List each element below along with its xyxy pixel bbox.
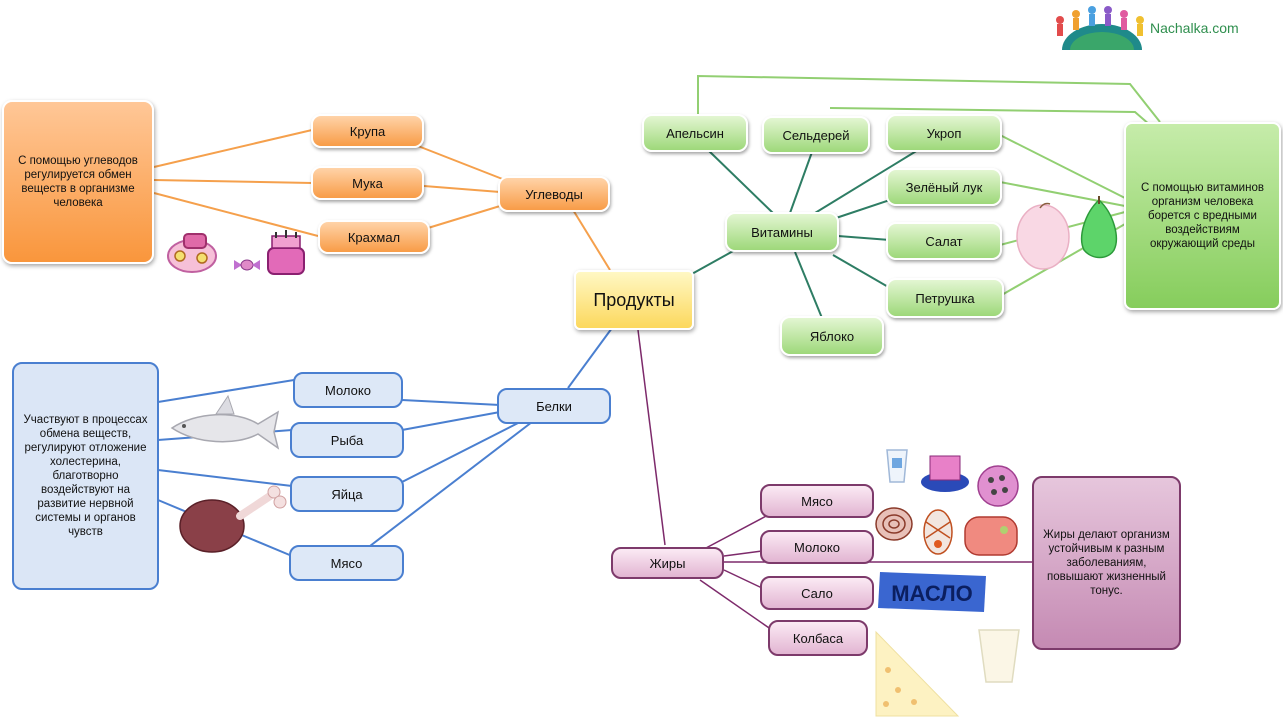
link-carbs-krupa: [417, 145, 506, 181]
cake-drawing-icon: [267, 230, 305, 275]
link-fat-salo: [723, 569, 763, 589]
cup-drawing-icon: [978, 629, 1020, 683]
link-center-fats: [637, 329, 666, 546]
link-prot-yaitsa: [401, 421, 521, 483]
link-fat-moloko: [723, 550, 763, 557]
link-vit-desc-apelsin: [697, 74, 1161, 123]
vitamins-item-petrushka: Петрушка: [886, 278, 1004, 318]
link-carbs-desc-2: [153, 179, 313, 184]
nachalka-logo-icon: [1056, 6, 1144, 50]
vitamins-item-zelyonyi-luk: Зелёный лук: [886, 168, 1002, 206]
proteins-item-moloko: Молоко: [293, 372, 403, 408]
link-prot-moloko: [401, 399, 501, 406]
candy-drawing-icon: [234, 259, 260, 271]
link-prot-desc-1: [157, 379, 295, 403]
link-prot-desc-3: [157, 469, 293, 487]
link-vit-desc-selderey: [829, 107, 1151, 126]
meat-leg-drawing-icon: [179, 485, 287, 553]
proteins-item-myaso: Мясо: [289, 545, 404, 581]
fats-item-salo: Сало: [760, 576, 874, 610]
vitamins-description: С помощью витаминов организм человека бо…: [1124, 122, 1281, 310]
link-vit-yabloko: [794, 251, 823, 319]
butter-dish-drawing-icon: [921, 455, 969, 492]
carbs-hub: Углеводы: [498, 176, 610, 212]
pasta-drawing-icon: [167, 233, 217, 273]
link-vit-selderey: [789, 151, 813, 214]
link-vit-apelsin: [707, 149, 776, 216]
vitamins-item-apelsin: Апельсин: [642, 114, 748, 152]
pear-drawing-icon: [1080, 196, 1118, 259]
link-vit-desc-ukrop: [999, 134, 1126, 199]
vitamins-item-ukrop: Укроп: [886, 114, 1002, 152]
link-fat-myaso: [705, 513, 771, 549]
carbs-item-muka: Мука: [311, 166, 424, 200]
milk-glass-drawing-icon: [886, 449, 908, 483]
link-prot-myaso: [369, 421, 533, 547]
link-carbs-muka: [423, 185, 501, 193]
roll-drawing-icon: [875, 507, 913, 541]
vitamins-item-yabloko: Яблоко: [780, 316, 884, 356]
link-vit-ukrop: [814, 149, 919, 214]
link-fat-kolbasa: [699, 579, 773, 631]
fats-hub: Жиры: [611, 547, 724, 579]
link-vit-luk: [835, 199, 891, 219]
link-prot-ryba: [401, 411, 501, 431]
link-carbs-krahmal: [427, 205, 501, 229]
proteins-item-yaitsa: Яйца: [290, 476, 404, 512]
cheese-drawing-icon: [875, 630, 960, 717]
fats-item-kolbasa: Колбаса: [768, 620, 868, 656]
proteins-description: Участвуют в процессах обмена веществ, ре…: [12, 362, 159, 590]
logo-text[interactable]: Nachalka.com: [1150, 20, 1239, 36]
carbs-item-krahmal: Крахмал: [318, 220, 430, 254]
link-carbs-desc-3: [153, 192, 319, 237]
proteins-item-ryba: Рыба: [290, 422, 404, 458]
fats-description: Жиры делают организм устойчивым к разным…: [1032, 476, 1181, 650]
meat-piece-drawing-icon: [964, 516, 1018, 556]
link-vit-salat: [837, 235, 891, 241]
carbs-description: С помощью углеводов регулируется обмен в…: [2, 100, 154, 264]
ham-drawing-icon: [923, 509, 953, 555]
link-center-carbs: [569, 204, 611, 271]
vitamins-item-salat: Салат: [886, 222, 1002, 260]
fish-drawing-icon: [170, 394, 280, 450]
link-vit-petrushka: [832, 254, 891, 289]
fats-item-moloko: Молоко: [760, 530, 874, 564]
carbs-item-krupa: Крупа: [311, 114, 424, 148]
vitamins-hub: Витамины: [725, 212, 839, 252]
vitamins-item-selderey: Сельдерей: [762, 116, 870, 154]
link-center-proteins: [567, 327, 613, 389]
center-node-products: Продукты: [574, 270, 694, 330]
link-carbs-desc-1: [153, 129, 313, 168]
proteins-hub: Белки: [497, 388, 611, 424]
sausage-slice-drawing-icon: [977, 465, 1019, 507]
link-vit-desc-luk: [999, 181, 1126, 207]
fats-item-myaso: Мясо: [760, 484, 874, 518]
link-center-vitamins: [689, 249, 736, 276]
butter-pack-drawing-icon: МАСЛО: [878, 572, 986, 612]
peach-drawing-icon: [1016, 202, 1070, 270]
butter-pack-label: МАСЛО: [891, 581, 973, 606]
